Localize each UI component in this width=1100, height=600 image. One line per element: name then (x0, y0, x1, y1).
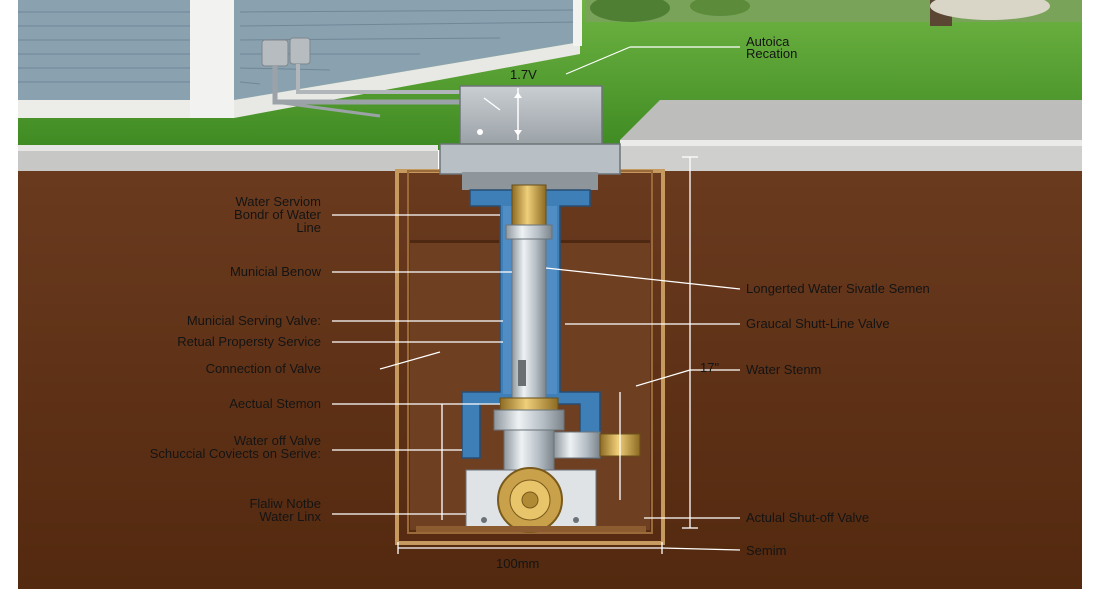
label-automatic-location-line2: Recation (746, 46, 797, 61)
meter-box-lid (439, 85, 621, 190)
leader-lines (332, 46, 741, 519)
label-water-stenm: Water Stenm (746, 362, 821, 377)
label-retual-property-service: Retual Propersty Service (177, 334, 321, 349)
label-semim: Semim (746, 543, 786, 558)
label-water-service-bond-3: Line (296, 220, 321, 235)
label-automatic-location: Autoica Recation (746, 34, 797, 61)
valve-stem (499, 184, 559, 411)
label-water-off-valve-2: Schuccial Coviects on Serive: (150, 446, 321, 461)
label-flaw-note-1: Flaliw Notbe (249, 496, 321, 511)
label-water-off-valve-1: Water off Valve (234, 433, 321, 448)
label-water-service-bond-1: Water Serviom (236, 194, 321, 209)
label-longerted-water-semen: Longerted Water Sivatle Semen (746, 281, 930, 296)
label-automatic-location-line1: Autoica (746, 34, 790, 49)
label-graucal-shut-line-valve: Graucal Shutt-Line Valve (746, 316, 890, 331)
label-municipal-serving-valve: Municial Serving Valve: (187, 313, 321, 328)
label-depth-dimension: 17" (700, 360, 719, 375)
label-actual-stemon: Aectual Stemon (229, 396, 321, 411)
label-width-dimension: 100mm (496, 556, 539, 571)
dimension-lines (397, 156, 741, 554)
concrete-slab (18, 100, 1082, 171)
label-voltage: 1.7V (510, 67, 537, 82)
label-water-service-bond-2: Bondr of Water (234, 207, 322, 222)
label-actual-shutoff-valve: Actulal Shut-off Valve (746, 510, 869, 525)
left-labels: Water Serviom Bondr of Water Line Munici… (150, 194, 322, 524)
label-connection-of-valve: Connection of Valve (206, 361, 321, 376)
right-labels: Longerted Water Sivatle Semen Graucal Sh… (746, 281, 930, 558)
shutoff-valve-body (416, 409, 646, 533)
label-municipal-benow: Municial Benow (230, 264, 322, 279)
label-flaw-note-2: Water Linx (259, 509, 321, 524)
